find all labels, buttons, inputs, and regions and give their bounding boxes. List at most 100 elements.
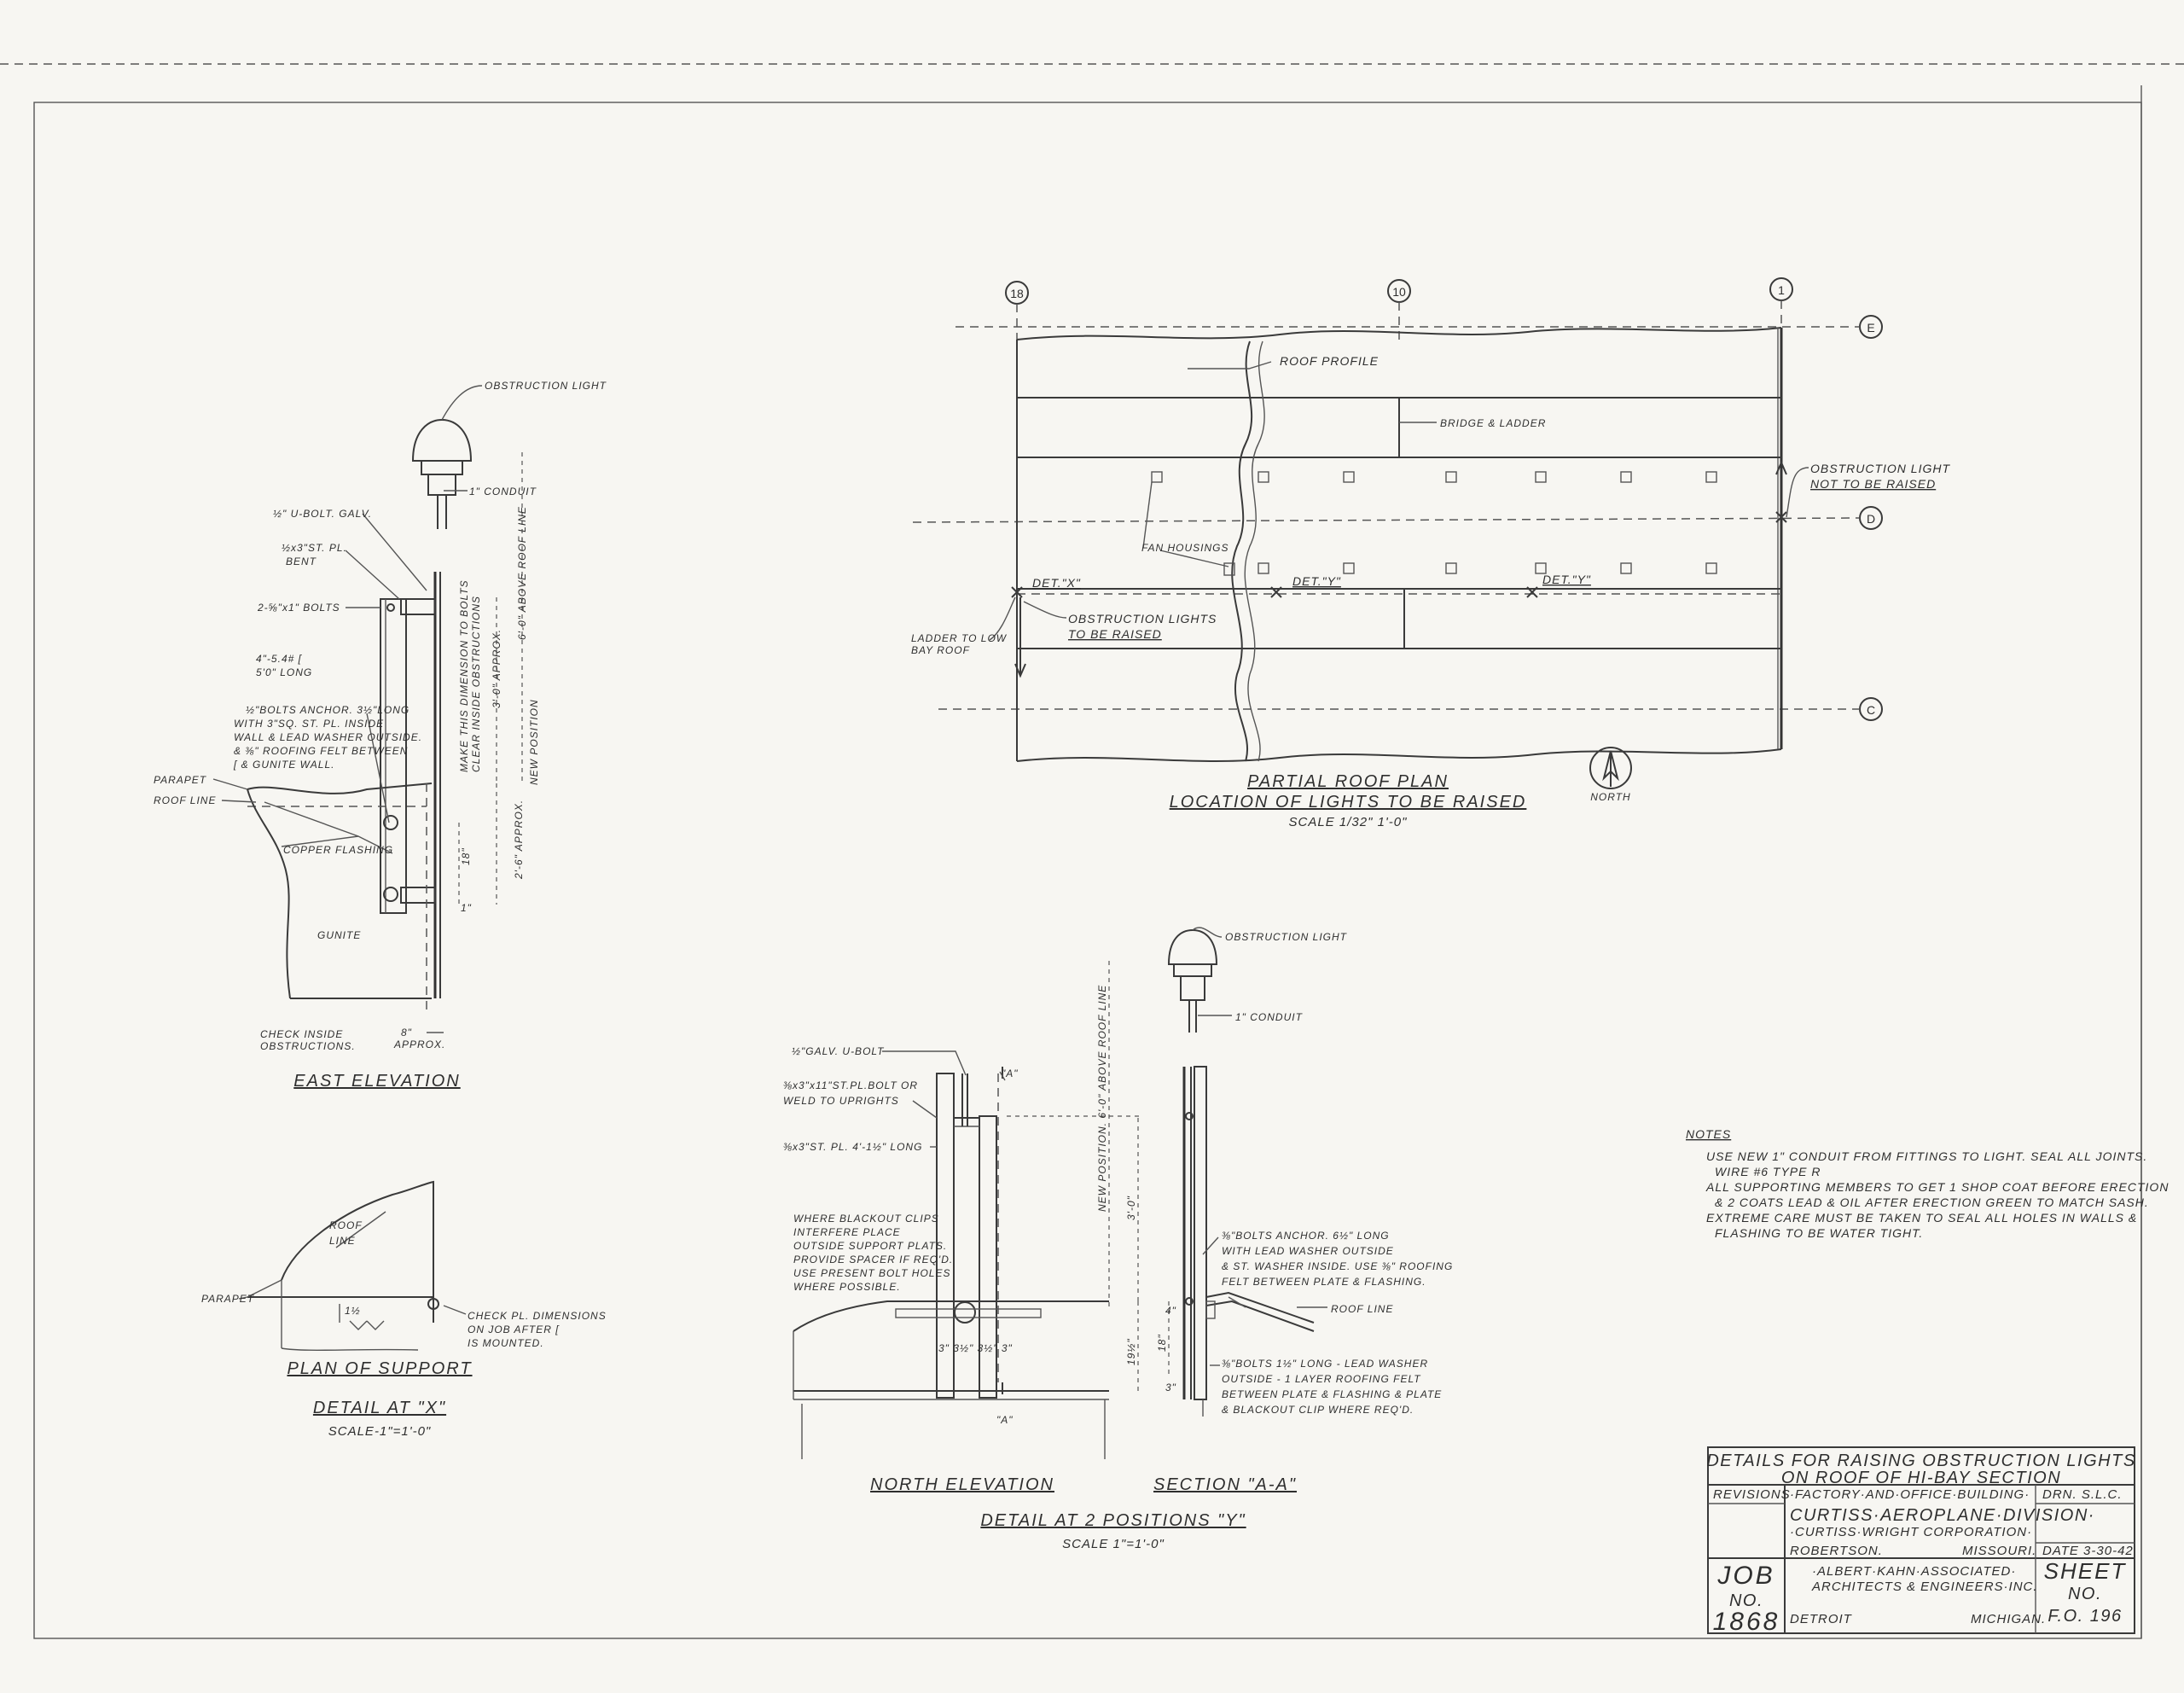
title-block-title-1: DETAILS FOR RAISING OBSTRUCTION LIGHTS [1706,1452,2135,1470]
obstruction-light-icon-y [1167,928,1218,1033]
detail-x-title-2: DETAIL AT "X" [313,1399,446,1417]
detail-y-dim-3: 3" [1165,1382,1176,1393]
roof-plan-not-2: NOT TO BE RAISED [1810,477,1936,491]
light-marker-det-x [1011,586,1023,598]
roof-plan-roof-profile: ROOF PROFILE [1280,354,1379,368]
detail-y-section-mark: "A" [1002,1068,1019,1079]
detail-x-check-1: CHECK PL. DIMENSIONS [468,1310,607,1322]
notes-line-5: EXTREME CARE MUST BE TAKEN TO SEAL ALL H… [1706,1211,2137,1225]
roof-plan-det-y1: DET."Y" [1292,574,1341,588]
grid-row-D: D [1867,512,1875,526]
title-block-drn: DRN. S.L.C. [2042,1487,2123,1502]
grid-bubble-1: 1 [1769,277,1793,301]
grid-bubble-18: 18 [1005,281,1029,305]
east-elevation-anchor-3: WALL & LEAD WASHER OUTSIDE. [234,731,422,743]
obstruction-light-icon [411,418,473,529]
east-elevation-channel-1: 4"-5.4# [ [256,653,303,665]
roof-plan-fan-housings: FAN HOUSINGS [1141,542,1228,554]
notes-title: NOTES [1686,1127,1731,1141]
title-block-division: CURTISS·AEROPLANE·DIVISION· [1790,1506,2095,1525]
east-elevation: OBSTRUCTION LIGHT 1" CONDUIT ½" U-BOLT. … [154,380,607,1091]
title-block-arch-city: DETROIT [1790,1612,1853,1626]
east-elevation-dim-18: 18" [460,847,472,865]
title-block-job-3: 1868 [1713,1608,1780,1636]
title-block-arch-state: MICHIGAN. [1971,1612,2046,1626]
east-elevation-conduit: 1" CONDUIT [469,486,537,497]
east-elevation-dim-1: 1" [461,902,472,914]
title-block-building: ·FACTORY·AND·OFFICE·BUILDING· [1790,1487,2030,1502]
grid-bubble-10: 10 [1387,279,1411,303]
notes-line-6: FLASHING TO BE WATER TIGHT. [1715,1226,1923,1240]
light-marker-det-y1 [1270,586,1282,598]
detail-x-roof-1: ROOF [329,1219,363,1231]
roof-plan-not-1: OBSTRUCTION LIGHT [1810,462,1950,475]
roof-plan-ladder-2: BAY ROOF [911,644,970,656]
east-elevation-dim-8: 8" [401,1027,412,1038]
east-elevation-dim-3ft: 3'-0" APPROX. [491,629,502,708]
roof-plan-scale: SCALE 1/32" 1'-0" [1289,815,1408,829]
grid-bubble-d: D [1859,506,1883,530]
roof-plan-north: NORTH [1590,791,1630,803]
detail-y-blackout-3: OUTSIDE SUPPORT PLATS. [793,1240,947,1252]
roof-plan-title-2: LOCATION OF LIGHTS TO BE RAISED [1170,793,1527,812]
detail-y-lead-3: BETWEEN PLATE & FLASHING & PLATE [1222,1388,1442,1400]
grid-col-18: 18 [1010,287,1024,300]
detail-y-roof-line: ROOF LINE [1331,1303,1393,1315]
east-elevation-anchor-1: ½"BOLTS ANCHOR. 3½"LONG [246,704,410,716]
east-elevation-roof-line: ROOF LINE [154,794,216,806]
east-elevation-dim-2ft: 2'-6" APPROX. [513,800,525,880]
detail-x-check-2: ON JOB AFTER [ [468,1324,560,1335]
grid-col-1: 1 [1778,283,1785,297]
grid-bubble-e: E [1859,315,1883,339]
detail-y-dim-18: 18" [1156,1334,1168,1352]
detail-x-title-1: PLAN OF SUPPORT [287,1359,472,1378]
detail-y-obstruction-light: OBSTRUCTION LIGHT [1225,931,1348,943]
east-elevation-plate-2: BENT [286,556,317,567]
title-block-sheet-2: NO. [2068,1585,2102,1603]
detail-y-blackout-2: INTERFERE PLACE [793,1226,901,1238]
east-elevation-dim-approx: APPROX. [393,1038,445,1050]
detail-y-lead-4: & BLACKOUT CLIP WHERE REQ'D. [1222,1404,1414,1416]
detail-y-lead-1: ⅜"BOLTS 1½" LONG - LEAD WASHER [1222,1358,1428,1370]
notes-line-4: & 2 COATS LEAD & OIL AFTER ERECTION GREE… [1715,1196,2149,1209]
east-elevation-anchor-2: WITH 3"SQ. ST. PL. INSIDE [234,718,384,730]
title-block-city: ROBERTSON. [1790,1544,1883,1558]
detail-y-plate-2: WELD TO UPRIGHTS [783,1095,899,1107]
title-block-sheet-1: SHEET [2044,1558,2127,1584]
east-elevation-title: EAST ELEVATION [293,1072,460,1091]
roof-plan-bridge: BRIDGE & LADDER [1440,417,1546,429]
title-block-state: MISSOURI. [1962,1544,2036,1558]
east-elevation-dim-new-pos: NEW POSITION [528,699,540,785]
detail-x-check-3: IS MOUNTED. [468,1337,544,1349]
east-elevation-obstruction-light: OBSTRUCTION LIGHT [485,380,607,392]
grid-row-E: E [1867,321,1874,335]
detail-y-new-pos: NEW POSITION. 6'-0" ABOVE ROOF LINE [1096,985,1108,1212]
detail-y-blackout-5: USE PRESENT BOLT HOLES [793,1267,951,1279]
east-elevation-bolts: 2-⅝"x1" BOLTS [257,602,340,614]
notes-line-2: WIRE #6 TYPE R [1715,1165,1821,1178]
east-elevation-parapet: PARAPET [154,774,207,786]
roof-plan-det-x: DET."X" [1032,576,1081,590]
detail-y-bolts-3: & ST. WASHER INSIDE. USE ⅜" ROOFING [1222,1260,1453,1272]
detail-y-lead-2: OUTSIDE - 1 LAYER ROOFING FELT [1222,1373,1421,1385]
detail-y-dim-3ft: 3'-0" [1125,1196,1137,1220]
title-block-corp: ·CURTISS·WRIGHT CORPORATION· [1790,1525,2032,1539]
notes-line-3: ALL SUPPORTING MEMBERS TO GET 1 SHOP COA… [1705,1180,2169,1194]
detail-y-plate-1: ⅜x3"x11"ST.PL.BOLT OR [783,1079,918,1091]
detail-y-dims-bottom: 3" 3½" 3½" 3" [938,1342,1013,1354]
detail-y-blackout-1: WHERE BLACKOUT CLIPS [793,1213,939,1225]
roof-plan-ladder-1: LADDER TO LOW [911,632,1008,644]
roof-plan-det-y2: DET."Y" [1542,573,1591,586]
roof-plan-title-1: PARTIAL ROOF PLAN [1247,772,1449,791]
fan-housings [1151,471,1717,576]
east-elevation-gunite: GUNITE [317,929,361,941]
east-elevation-copper-flashing: COPPER FLASHING [283,844,393,856]
grid-col-10: 10 [1392,285,1406,299]
east-elevation-channel-2: 5'0" LONG [256,666,312,678]
title-block-arch-2: ARCHITECTS & ENGINEERS·INC. [1811,1580,2038,1594]
detail-x-parapet: PARAPET [201,1293,255,1305]
detail-y-bolts-4: FELT BETWEEN PLATE & FLASHING. [1222,1276,1426,1288]
title-block-sheet-3: F.O. 196 [2048,1607,2122,1626]
north-arrow-icon: NORTH [1589,747,1632,803]
